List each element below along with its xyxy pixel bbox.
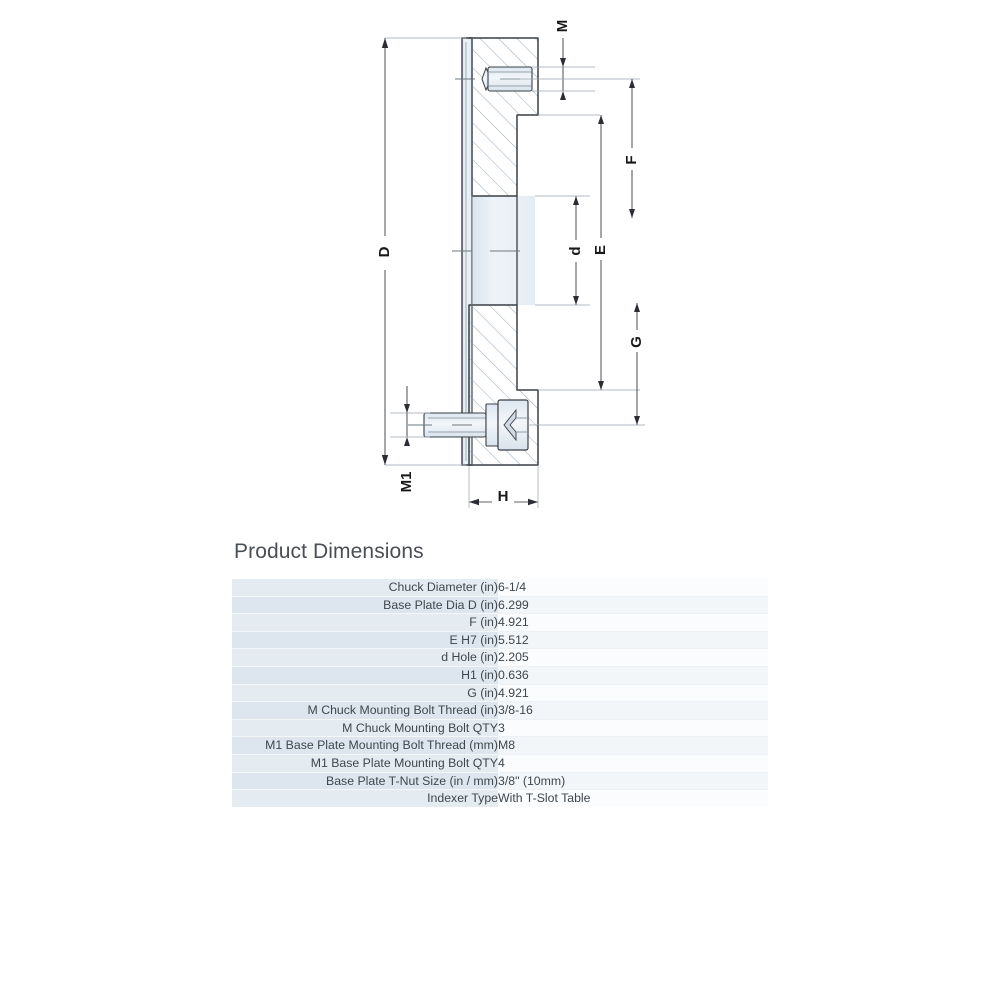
table-row: Base Plate Dia D (in)6.299 [232, 596, 768, 615]
flange-body [408, 37, 539, 466]
dimension-label-F: F [623, 155, 640, 164]
dimension-M: M [500, 15, 640, 100]
table-row: M1 Base Plate Mounting Bolt Thread (mm)M… [232, 736, 768, 756]
spec-label: M1 Base Plate Mounting Bolt QTY [232, 754, 498, 773]
spec-value: With T-Slot Table [498, 789, 768, 807]
spec-value: 0.636 [498, 666, 768, 685]
spec-label: Chuck Diameter (in) [232, 579, 498, 597]
dimension-M1: M1 [390, 386, 430, 498]
spec-value: 4.921 [498, 613, 768, 632]
dimension-F: F [538, 79, 641, 218]
spec-label: M1 Base Plate Mounting Bolt Thread (mm) [232, 736, 498, 756]
dimension-E: E [538, 115, 640, 391]
base-plate-mounting-bolt [423, 399, 529, 451]
dimension-label-G: G [628, 336, 645, 348]
upper-section-hatch [469, 38, 538, 196]
spec-label: M Chuck Mounting Bolt Thread (in) [232, 701, 498, 720]
spec-value: 3/8-16 [498, 701, 768, 720]
spec-value: 4 [498, 754, 768, 773]
dimension-annotations: D M F [376, 15, 646, 508]
spec-value: M8 [498, 736, 768, 756]
m1-bolt-collar [485, 403, 499, 447]
spec-label: H1 (in) [232, 666, 498, 685]
bore-region [472, 196, 535, 305]
spec-label: G (in) [232, 684, 498, 703]
spec-value: 3 [498, 719, 768, 738]
spec-label: F (in) [232, 613, 498, 632]
cross-section-svg: D M F [375, 15, 646, 508]
dimension-label-M1: M1 [398, 472, 415, 493]
table-row: H1 (in)0.636 [232, 666, 768, 685]
spec-value: 5.512 [498, 631, 768, 650]
table-row: G (in)4.921 [232, 684, 768, 703]
spec-label: E H7 (in) [232, 631, 498, 650]
dimension-label-H: H [498, 488, 509, 505]
spec-value: 2.205 [498, 648, 768, 668]
spec-value: 6-1/4 [498, 579, 768, 597]
dimension-d: d [535, 195, 590, 306]
spec-label: d Hole (in) [232, 648, 498, 668]
spec-label: Base Plate T-Nut Size (in / mm) [232, 772, 498, 791]
spec-label: Base Plate Dia D (in) [232, 596, 498, 615]
spec-value: 4.921 [498, 684, 768, 703]
table-row: Base Plate T-Nut Size (in / mm)3/8" (10m… [232, 772, 768, 791]
spec-label: M Chuck Mounting Bolt QTY [232, 719, 498, 738]
table-row: F (in)4.921 [232, 613, 768, 632]
dimension-label-d: d [567, 246, 584, 255]
spec-label: Indexer Type [232, 789, 498, 807]
dimension-G: G [528, 303, 646, 426]
table-row: d Hole (in)2.205 [232, 648, 768, 668]
table-row: M Chuck Mounting Bolt Thread (in)3/8-16 [232, 701, 768, 720]
spec-value: 3/8" (10mm) [498, 772, 768, 791]
product-technical-drawing: D M F [375, 15, 646, 508]
dimension-D: D [376, 37, 466, 466]
dimension-H: H [468, 466, 539, 508]
table-row: E H7 (in)5.512 [232, 631, 768, 650]
spec-value: 6.299 [498, 596, 768, 615]
dimension-label-M: M [554, 20, 571, 33]
m1-bolt-head [497, 399, 529, 451]
lower-section-outline [468, 304, 539, 466]
table-row: Chuck Diameter (in)6-1/4 [232, 579, 768, 597]
dimension-label-E: E [592, 245, 609, 255]
dimension-label-D: D [376, 246, 393, 257]
page-title: Product Dimensions [234, 540, 424, 563]
product-dimensions-section: Product Dimensions Chuck Diameter (in)6-… [232, 540, 772, 807]
